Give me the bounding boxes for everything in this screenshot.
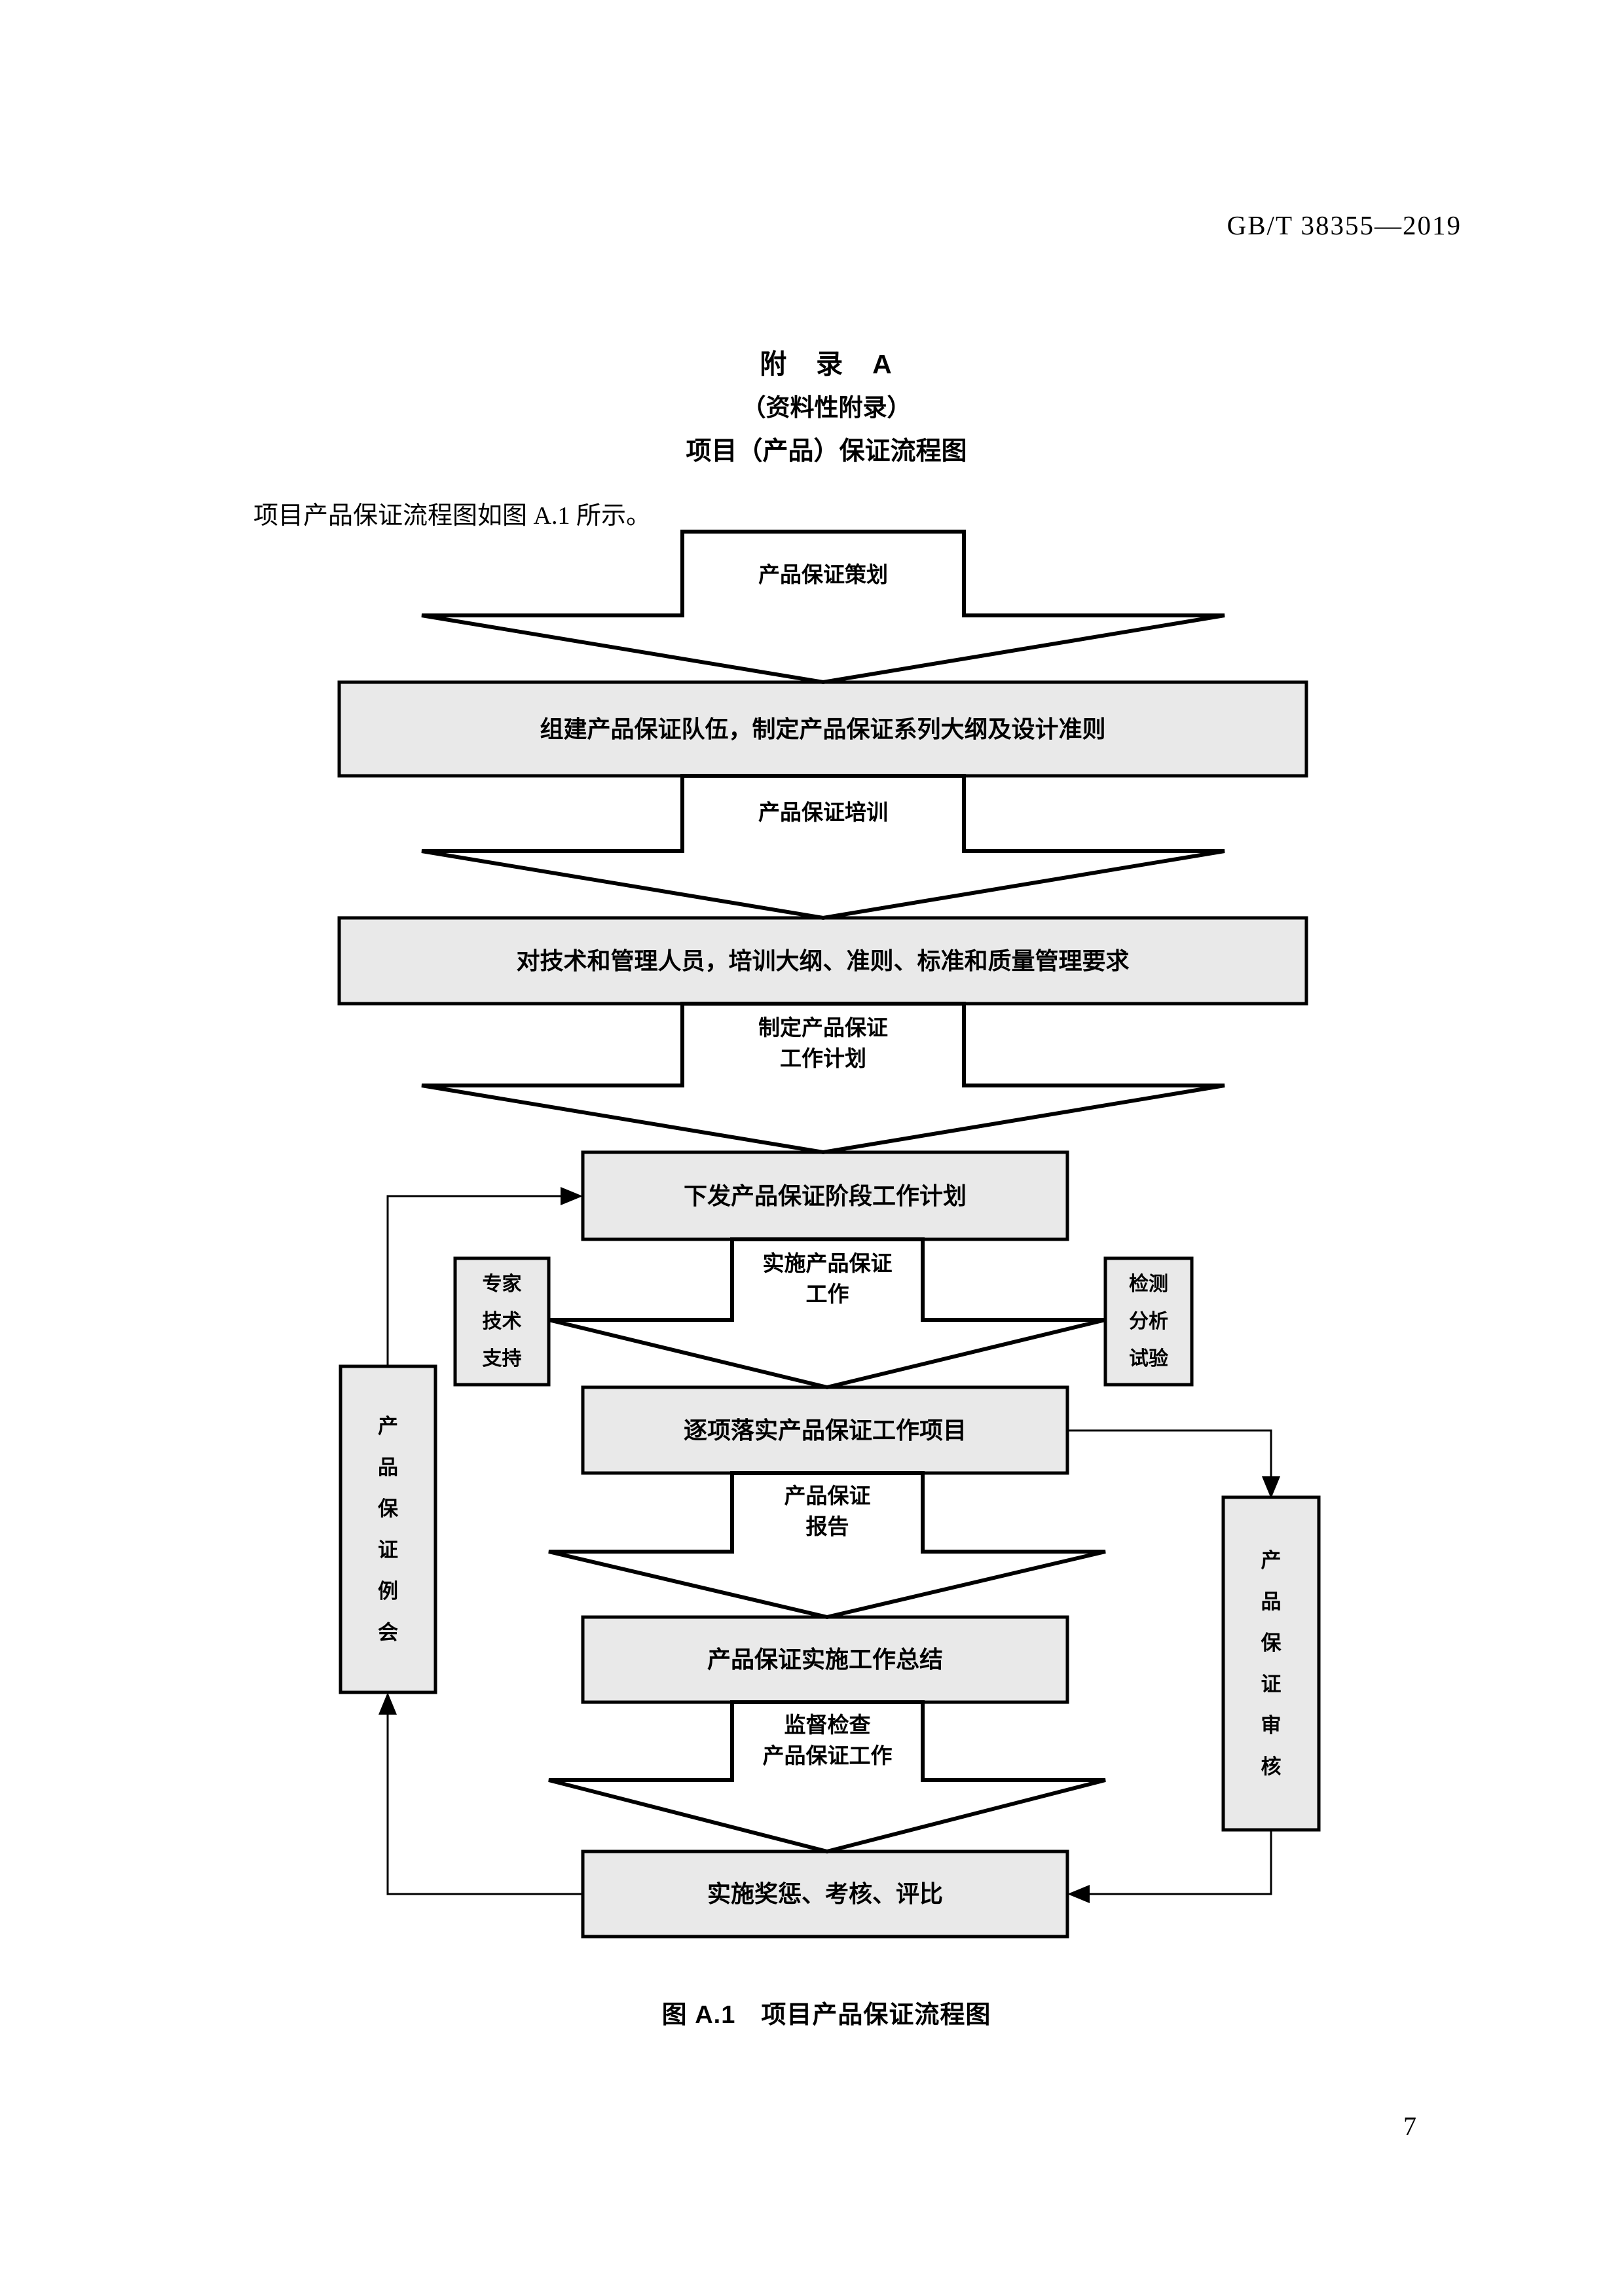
figure-caption: 图 A.1 项目产品保证流程图 <box>661 2001 991 2029</box>
connector-rewards-to-meeting <box>386 1709 583 1895</box>
arrowhead-into-meeting <box>378 1692 397 1715</box>
appendix-subtitle: （资料性附录） <box>741 394 912 421</box>
connector-audit-to-rewards <box>1084 1830 1272 1895</box>
arrow-label-training: 产品保证培训 <box>758 800 888 825</box>
arrow-label-planning: 产品保证策划 <box>758 562 888 587</box>
box-label-build-team: 组建产品保证队伍，制定产品保证系列大纲及设计准则 <box>540 715 1106 742</box>
flow-box-build-team <box>337 680 1308 778</box>
flow-box-pa-meeting <box>339 1364 437 1694</box>
arrow-label-make-plan: 制定产品保证 工作计划 <box>758 1015 888 1070</box>
intro-text: 项目产品保证流程图如图 A.1 所示。 <box>253 502 651 530</box>
arrowhead-into-issue-plan <box>561 1187 583 1205</box>
connector-meeting-to-issue-plan <box>386 1195 566 1366</box>
flow-box-issue-plan <box>581 1150 1069 1241</box>
appendix-title: 附 录 A <box>760 349 893 379</box>
arrowhead-into-rewards <box>1067 1885 1090 1903</box>
block-arrow-training <box>421 774 1225 920</box>
arrow-label-supervise: 监督检查 产品保证工作 <box>762 1712 893 1768</box>
box-label-expert-support: 专家 技术 支持 <box>482 1273 522 1370</box>
box-label-rewards: 实施奖惩、考核、评比 <box>707 1880 943 1908</box>
arrow-label-implement-work: 实施产品保证 工作 <box>762 1250 893 1306</box>
box-label-test-analysis: 检测 分析 试验 <box>1129 1273 1168 1370</box>
block-arrow-planning <box>421 530 1225 685</box>
box-label-pa-audit: 产 品 保 证 审 核 <box>1261 1549 1282 1778</box>
block-arrow-pa-report <box>548 1471 1106 1620</box>
arrowhead-into-audit <box>1262 1476 1280 1499</box>
appendix-figure-title: 项目（产品）保证流程图 <box>686 437 967 465</box>
box-label-implement-items: 逐项落实产品保证工作项目 <box>683 1416 967 1444</box>
box-label-training-req: 对技术和管理人员，培训大纲、准则、标准和质量管理要求 <box>516 947 1130 974</box>
flow-box-rewards <box>581 1850 1069 1939</box>
page-number: 7 <box>1403 2111 1416 2141</box>
block-arrow-make-plan <box>421 1002 1225 1155</box>
flowchart-canvas <box>337 530 1321 1939</box>
block-arrow-implement-work <box>548 1237 1106 1390</box>
box-label-issue-plan: 下发产品保证阶段工作计划 <box>683 1182 967 1209</box>
box-label-pa-meeting: 产 品 保 证 例 会 <box>378 1415 398 1644</box>
connector-items-to-audit <box>1067 1429 1272 1480</box>
doc-code-header: GB/T 38355—2019 <box>1227 210 1462 240</box>
block-arrow-supervise <box>548 1700 1106 1854</box>
arrow-label-pa-report: 产品保证 报告 <box>784 1484 871 1539</box>
box-label-work-summary: 产品保证实施工作总结 <box>707 1646 943 1673</box>
